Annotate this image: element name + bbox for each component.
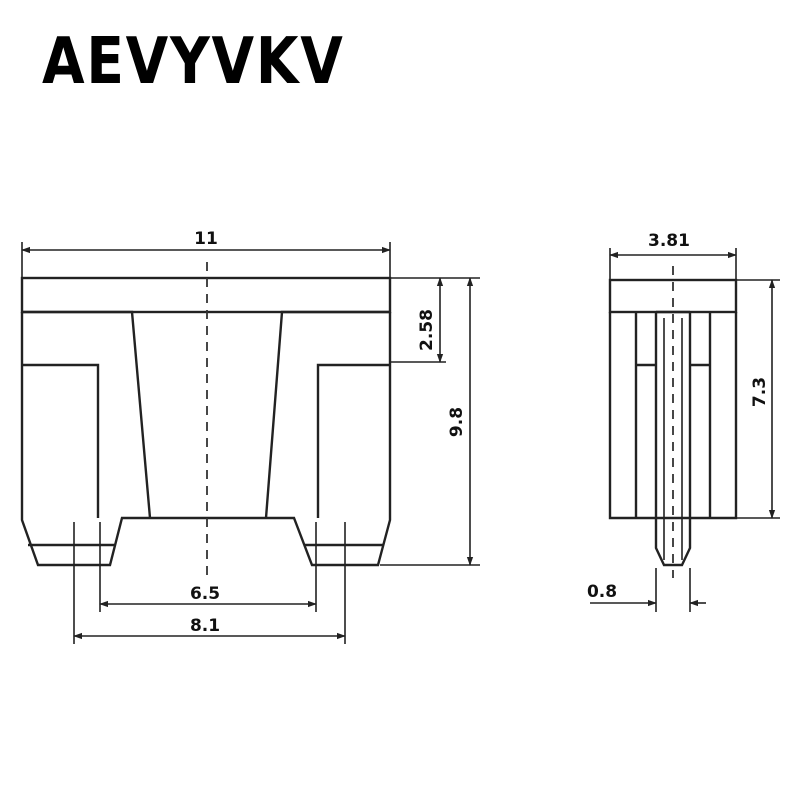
front-cap [20, 276, 392, 314]
dim-label-outer-spacing: 8.1 [190, 616, 220, 636]
dim-label-side-height: 7.3 [750, 377, 770, 407]
front-body-outline [20, 312, 392, 567]
front-right-shoulder [264, 310, 390, 519]
front-view [20, 262, 392, 580]
front-left-shoulder [22, 310, 152, 519]
side-body-outline [608, 312, 738, 520]
dim-label-top-band: 2.58 [417, 309, 437, 351]
dim-label-front-height: 9.8 [447, 407, 467, 437]
brand-title: AEVYVKV [42, 25, 345, 99]
front-left-inner-column [22, 363, 100, 518]
dim-label-inner-spacing: 6.5 [190, 584, 220, 604]
dim-label-terminal-thickness: 0.8 [587, 582, 617, 602]
dim-label-side-width: 3.81 [648, 231, 690, 251]
side-dimensions: 3.81 7.3 0.8 [587, 231, 780, 612]
side-terminal-blade [654, 312, 692, 567]
front-right-inner-column [316, 363, 390, 518]
front-dimensions: 11 9.8 2.58 6.5 8.1 [21, 229, 480, 644]
dim-label-front-width: 11 [194, 229, 218, 249]
side-view [608, 266, 738, 578]
